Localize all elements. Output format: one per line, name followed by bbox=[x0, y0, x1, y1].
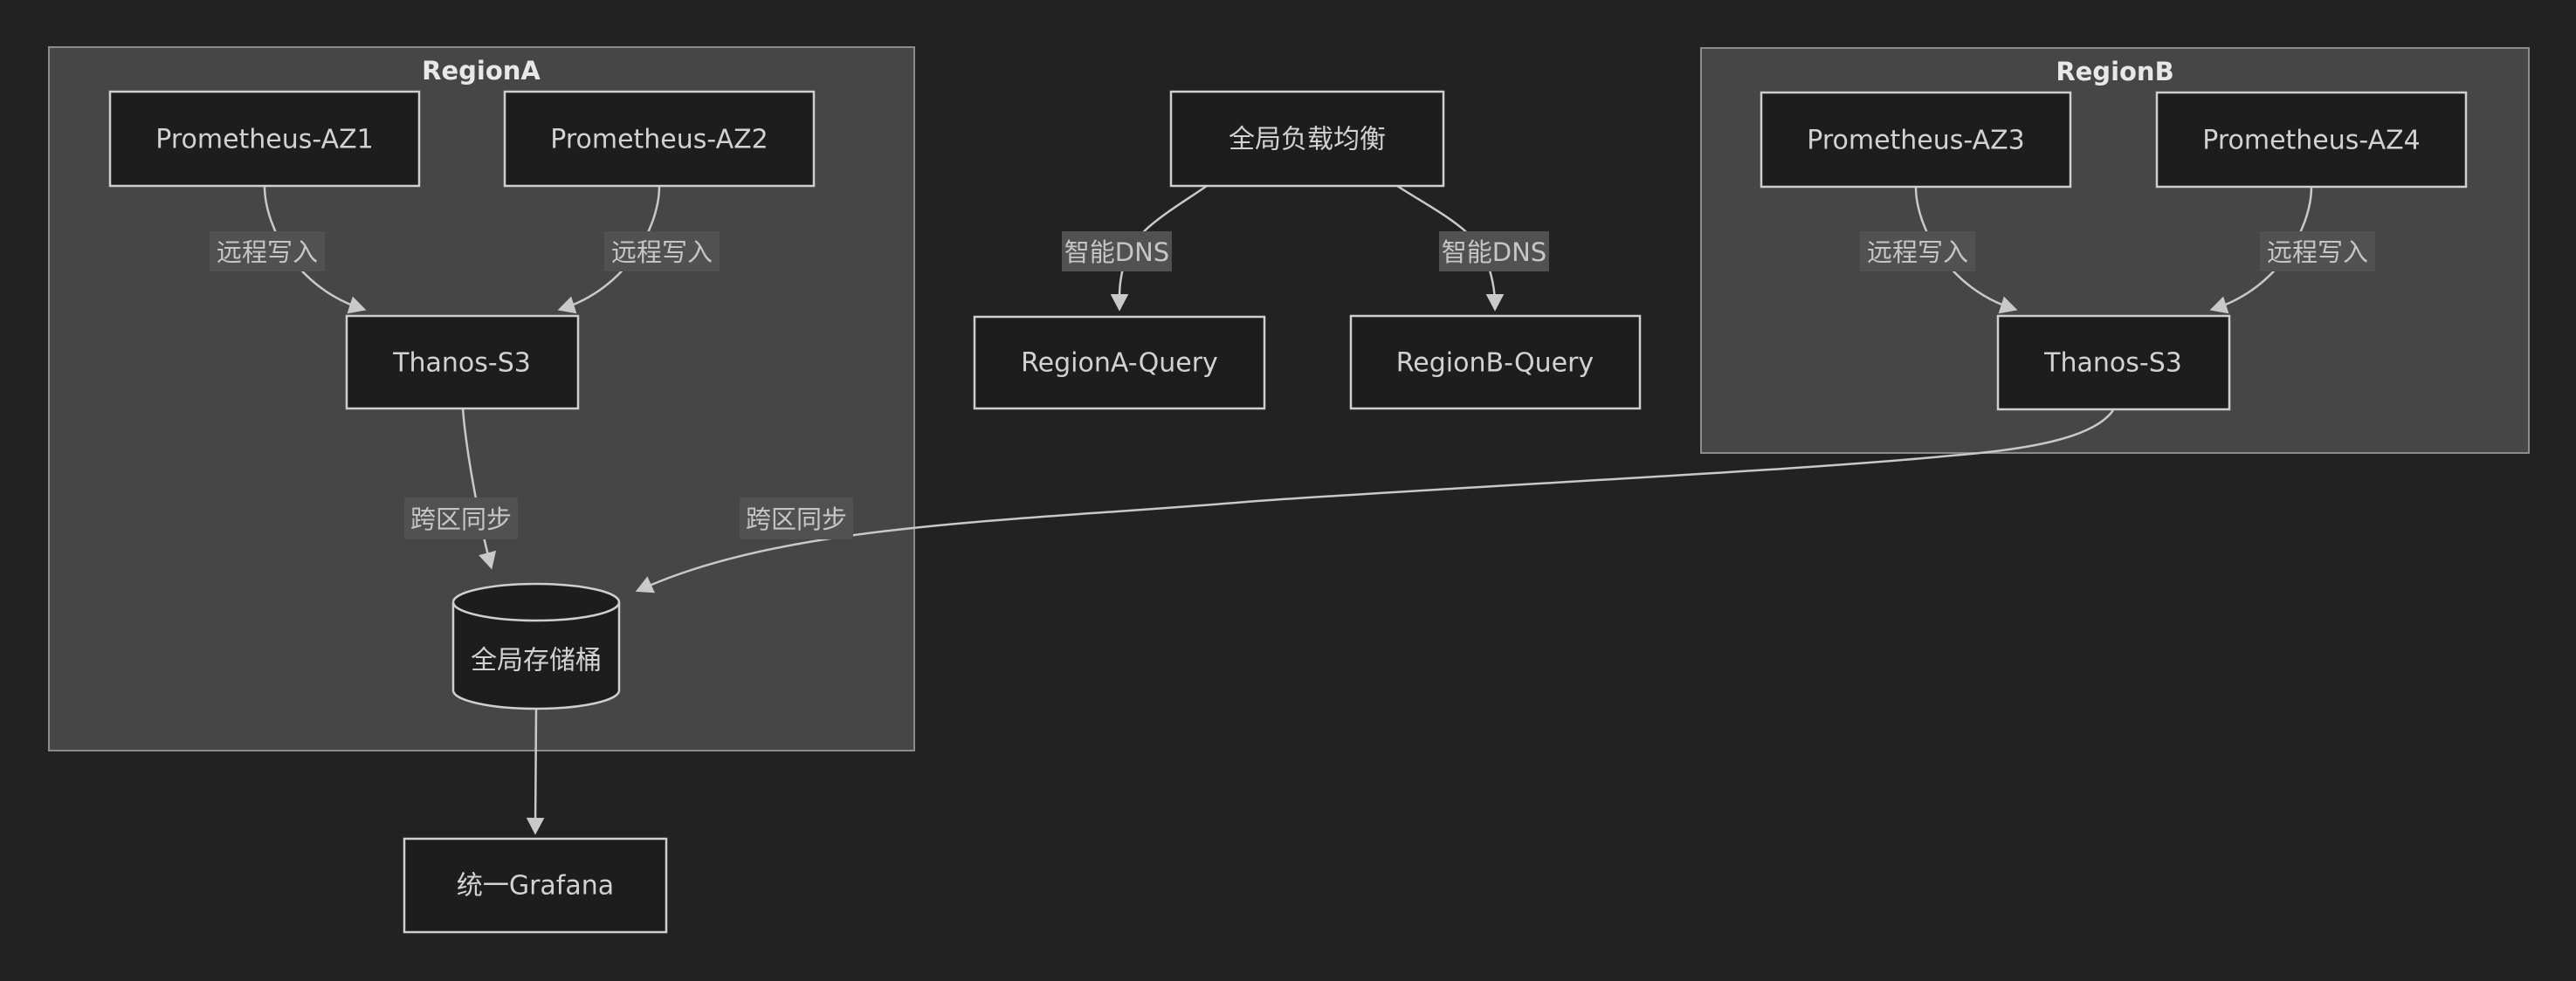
node-prometheus-az1: Prometheus-AZ1 bbox=[108, 90, 421, 188]
node-thanos-s3-region-b: Thanos-S3 bbox=[1996, 314, 2231, 411]
edge-label-bg bbox=[210, 231, 325, 271]
node-label: 全局存储桶 bbox=[471, 646, 602, 676]
edge-label-bg bbox=[1062, 231, 1172, 271]
node-box bbox=[345, 314, 580, 410]
edge-label-bg bbox=[604, 231, 720, 271]
edge-label-text: 跨区同步 bbox=[746, 504, 847, 534]
node-box bbox=[1349, 314, 1642, 410]
cluster-region-a-title: RegionA bbox=[422, 56, 541, 86]
edge-thanos-b-to-bucket bbox=[635, 409, 2115, 593]
node-label: Prometheus-AZ4 bbox=[2202, 126, 2420, 156]
node-label: Thanos-S3 bbox=[392, 348, 531, 379]
edge-label-bg bbox=[2260, 231, 2375, 271]
node-prometheus-az4: Prometheus-AZ4 bbox=[2155, 91, 2468, 189]
node-unified-grafana: 统一Grafana bbox=[403, 837, 668, 934]
node-region-b-query: RegionB-Query bbox=[1349, 314, 1642, 410]
edge-bucket-to-grafana bbox=[526, 708, 545, 835]
node-box bbox=[1169, 90, 1445, 188]
diagram-nodes: Prometheus-AZ1 Prometheus-AZ2 Thanos-S3 … bbox=[108, 90, 2468, 934]
node-label: RegionB-Query bbox=[1396, 348, 1594, 379]
node-label: Prometheus-AZ1 bbox=[155, 125, 373, 155]
node-global-storage-bucket: 全局存储桶 bbox=[451, 582, 621, 710]
cylinder-body bbox=[451, 602, 621, 710]
node-label: Prometheus-AZ3 bbox=[1807, 126, 2024, 156]
edge-label-remote-write-az2: 远程写入 bbox=[604, 231, 720, 271]
node-region-a-query: RegionA-Query bbox=[973, 315, 1266, 410]
edge-thanos-a-to-bucket bbox=[461, 408, 497, 570]
edge-label-bg bbox=[1860, 231, 1975, 271]
node-box bbox=[2155, 91, 2468, 189]
edge-label-smart-dns-left: 智能DNS bbox=[1062, 231, 1172, 271]
diagram-edge-labels: 远程写入 远程写入 智能DNS 智能DNS 远程写入 远程写入 跨区同步 跨区 bbox=[210, 231, 2375, 539]
node-box bbox=[503, 90, 816, 188]
cylinder-top bbox=[451, 582, 621, 622]
node-label: Thanos-S3 bbox=[2043, 348, 2182, 379]
cluster-region-b-title: RegionB bbox=[2056, 57, 2173, 86]
node-label: Prometheus-AZ2 bbox=[550, 125, 768, 155]
edge-label-text: 远程写入 bbox=[611, 237, 713, 267]
edge-label-cross-sync-b: 跨区同步 bbox=[740, 497, 853, 539]
edge-label-remote-write-az1: 远程写入 bbox=[210, 231, 325, 271]
edge-label-smart-dns-right: 智能DNS bbox=[1439, 231, 1549, 271]
edge-label-remote-write-az3: 远程写入 bbox=[1860, 231, 1975, 271]
node-box bbox=[1760, 91, 2072, 189]
node-prometheus-az2: Prometheus-AZ2 bbox=[503, 90, 816, 188]
node-label: 全局负载均衡 bbox=[1229, 125, 1386, 155]
node-box bbox=[1996, 314, 2231, 411]
edge-label-text: 智能DNS bbox=[1064, 237, 1169, 267]
edge-label-bg bbox=[740, 497, 853, 539]
edge-label-text: 跨区同步 bbox=[410, 504, 512, 534]
node-label: 统一Grafana bbox=[457, 871, 614, 902]
node-box bbox=[108, 90, 421, 188]
edge-label-remote-write-az4: 远程写入 bbox=[2260, 231, 2375, 271]
edge-label-bg bbox=[404, 497, 518, 539]
node-box bbox=[403, 837, 668, 934]
edge-label-text: 远程写入 bbox=[1867, 237, 1968, 267]
edge-label-bg bbox=[1439, 231, 1549, 271]
node-prometheus-az3: Prometheus-AZ3 bbox=[1760, 91, 2072, 189]
node-thanos-s3-region-a: Thanos-S3 bbox=[345, 314, 580, 410]
edge-label-text: 智能DNS bbox=[1442, 237, 1546, 267]
node-label: RegionA-Query bbox=[1021, 348, 1218, 379]
node-box bbox=[973, 315, 1266, 410]
edge-label-cross-sync-a: 跨区同步 bbox=[404, 497, 518, 539]
edge-label-text: 远程写入 bbox=[2267, 237, 2368, 267]
edge-label-text: 远程写入 bbox=[217, 237, 318, 267]
node-global-load-balancer: 全局负载均衡 bbox=[1169, 90, 1445, 188]
